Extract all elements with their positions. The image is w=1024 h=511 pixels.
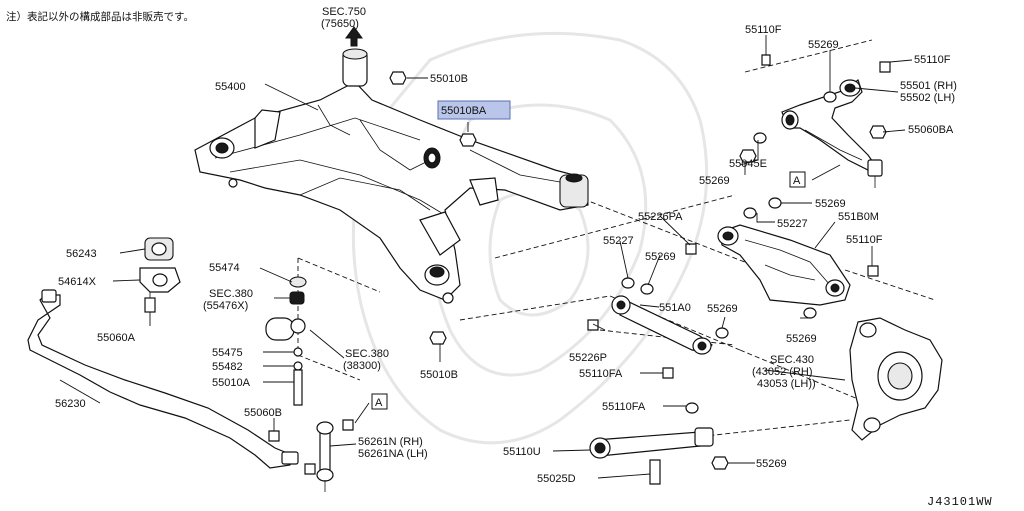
label-55501[interactable]: 55501 (RH) bbox=[900, 80, 957, 92]
label-55110FA-a[interactable]: 55110FA bbox=[579, 368, 623, 380]
label-sec750[interactable]: SEC.750 bbox=[322, 6, 366, 18]
diagram-code: J43101WW bbox=[927, 495, 993, 509]
label-55475[interactable]: 55475 bbox=[212, 347, 243, 359]
fasteners bbox=[268, 54, 891, 485]
label-55227-a[interactable]: 55227 bbox=[603, 235, 634, 247]
label-55269-e[interactable]: 55269 bbox=[707, 303, 738, 315]
label-55010B-mid[interactable]: 55010B bbox=[420, 369, 458, 381]
label-55269-a[interactable]: 55269 bbox=[808, 39, 839, 51]
label-55060BA[interactable]: 55060BA bbox=[908, 124, 954, 136]
link-551A0[interactable] bbox=[611, 295, 713, 355]
label-55400[interactable]: 55400 bbox=[215, 81, 246, 93]
bracket-54614X[interactable] bbox=[139, 267, 181, 313]
label-55269-b[interactable]: 55269 bbox=[699, 175, 730, 187]
knuckle-sec430[interactable] bbox=[849, 317, 943, 441]
label-55110FA-b[interactable]: 55110FA bbox=[602, 401, 646, 413]
label-551A0[interactable]: 551A0 bbox=[659, 302, 691, 314]
label-55226PA[interactable]: 55226PA bbox=[638, 211, 683, 223]
label-55110F-c[interactable]: 55110F bbox=[846, 234, 883, 246]
label-55110U[interactable]: 55110U bbox=[503, 446, 541, 458]
crossmember-55400[interactable] bbox=[194, 48, 589, 304]
end-link-56261N[interactable] bbox=[316, 421, 334, 492]
ref-box-a-right bbox=[789, 171, 806, 188]
link-55110U[interactable] bbox=[589, 427, 714, 459]
label-55060B[interactable]: 55060B bbox=[244, 407, 282, 419]
label-sec380-a[interactable]: SEC.380 bbox=[209, 288, 253, 300]
label-55227-b[interactable]: 55227 bbox=[777, 218, 808, 230]
arrow-up-icon bbox=[345, 26, 363, 47]
label-55482[interactable]: 55482 bbox=[212, 361, 243, 373]
label-55269-c[interactable]: 55269 bbox=[815, 198, 846, 210]
label-55502[interactable]: 55502 (LH) bbox=[900, 92, 955, 104]
label-sec380-a-ref[interactable]: (55476X) bbox=[203, 300, 248, 312]
label-55269-f[interactable]: 55269 bbox=[786, 333, 817, 345]
label-55060A[interactable]: 55060A bbox=[97, 332, 136, 344]
label-sec430-rh[interactable]: (43052 (RH) bbox=[752, 366, 813, 378]
bushing-stack-55474[interactable] bbox=[265, 276, 307, 406]
part-labels: SEC.750 (75650) 55400 55010B 55010BA 551… bbox=[55, 6, 957, 485]
leader-lines bbox=[59, 35, 913, 479]
label-54614X[interactable]: 54614X bbox=[58, 276, 97, 288]
label-56230[interactable]: 56230 bbox=[55, 398, 86, 410]
stabilizer-bar-56230[interactable] bbox=[27, 289, 299, 469]
label-sec430-lh[interactable]: 43053 (LH)) bbox=[757, 378, 816, 390]
ref-a-left: A bbox=[375, 397, 383, 409]
label-56261NA[interactable]: 56261NA (LH) bbox=[358, 448, 428, 460]
highlight-55010BA bbox=[437, 100, 511, 120]
label-55474[interactable]: 55474 bbox=[209, 262, 240, 274]
label-55025D[interactable]: 55025D bbox=[537, 473, 576, 485]
label-sec380-b[interactable]: SEC.380 bbox=[345, 348, 389, 360]
upper-link-55501[interactable] bbox=[781, 79, 883, 188]
ref-box-a-left bbox=[371, 393, 388, 410]
label-sec750-ref[interactable]: (75650) bbox=[321, 18, 359, 30]
label-551B0M[interactable]: 551B0M bbox=[838, 211, 879, 223]
label-55010B-top[interactable]: 55010B bbox=[430, 73, 468, 85]
lower-arm-551B0M[interactable] bbox=[717, 224, 851, 306]
label-55010BA[interactable]: 55010BA bbox=[441, 105, 487, 117]
label-sec380-b-ref[interactable]: (38300) bbox=[343, 360, 381, 372]
label-55010A[interactable]: 55010A bbox=[212, 377, 251, 389]
label-55269-d[interactable]: 55269 bbox=[645, 251, 676, 263]
note-text: 注）表記以外の構成部品は非販売です。 bbox=[6, 10, 194, 23]
label-sec430[interactable]: SEC.430 bbox=[770, 354, 814, 366]
ref-a-right: A bbox=[793, 175, 801, 187]
label-55226P[interactable]: 55226P bbox=[569, 352, 607, 364]
label-56261N[interactable]: 56261N (RH) bbox=[358, 436, 423, 448]
label-56243[interactable]: 56243 bbox=[66, 248, 97, 260]
bushing-56243[interactable] bbox=[144, 237, 174, 261]
label-55110F-b[interactable]: 55110F bbox=[914, 54, 951, 66]
label-55110F-a[interactable]: 55110F bbox=[745, 24, 782, 36]
label-55269-g[interactable]: 55269 bbox=[756, 458, 787, 470]
label-55045E[interactable]: 55045E bbox=[729, 158, 767, 170]
